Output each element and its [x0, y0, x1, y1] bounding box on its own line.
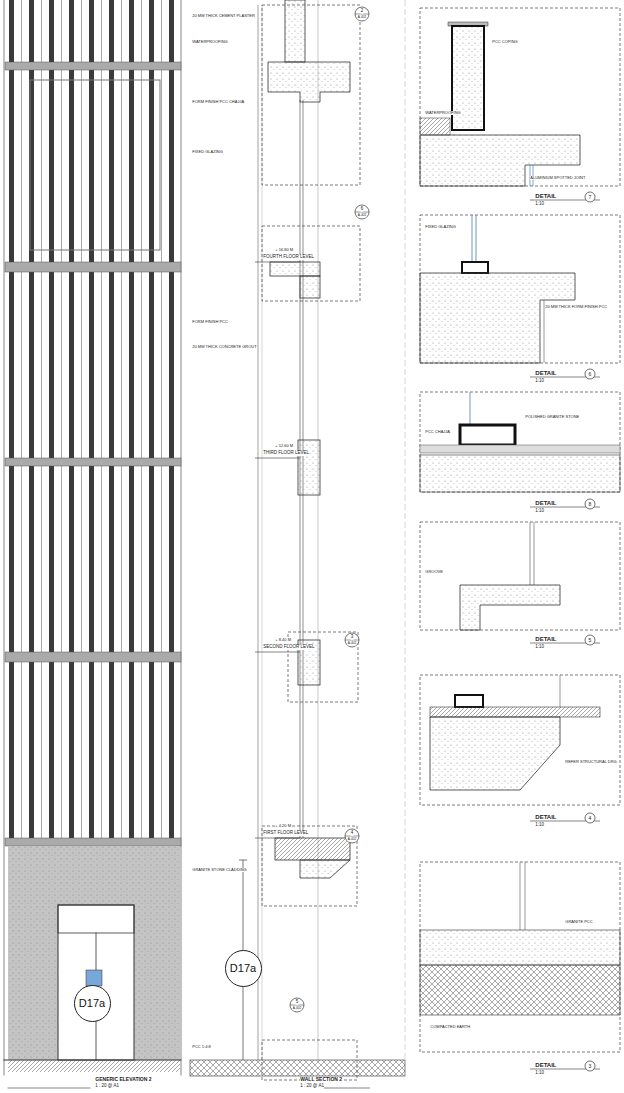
- annotation-label: 20 MM THICK FORM FINISH PCC: [545, 305, 608, 309]
- scale-note: 1:10: [535, 202, 544, 207]
- detail-title: DETAIL: [535, 636, 557, 642]
- annotation-label: GRANITE STONE CLADDING: [192, 868, 247, 872]
- door-tag-text: D17a: [230, 963, 256, 974]
- sheet-reference: A-402: [292, 1007, 301, 1010]
- callout-number: 2: [360, 9, 363, 14]
- annotation-label: ALUMINIUM SPOTTED JOINT: [530, 176, 586, 180]
- detail-title: DETAIL: [535, 814, 557, 820]
- annotation-label: GRANITE PCC: [565, 920, 593, 924]
- annotation-label: GROOVE: [425, 570, 443, 574]
- door-tag: D17a: [225, 950, 262, 987]
- scale-note: 1 : 20 @ A1: [300, 1084, 324, 1089]
- detail-title: DETAIL: [535, 1062, 557, 1068]
- callout-number: 8: [588, 502, 591, 507]
- sheet-reference: A-402: [347, 642, 356, 645]
- sheet-reference: A-402: [357, 214, 366, 217]
- sheet-reference: A-402: [357, 16, 366, 19]
- level-value: + 12.60 M: [275, 444, 294, 448]
- wall-section: [190, 0, 405, 1088]
- scale-note: 1 : 20 @ A1: [95, 1084, 119, 1089]
- annotation-label: PCC 1:4:8: [192, 1045, 211, 1049]
- annotation-label: FORM FINISH PCC CHAJJA: [192, 100, 244, 104]
- level-label: THIRD FLOOR LEVEL: [263, 451, 309, 456]
- annotation-label: WATERPROOFING: [192, 40, 228, 44]
- callout-number: 4: [350, 831, 353, 836]
- callout-number: 3: [588, 1064, 591, 1069]
- view-title: WALL SECTION 2: [300, 1077, 342, 1082]
- view-title: GENERIC ELEVATION 2: [95, 1077, 152, 1082]
- callout-number: 6: [588, 372, 591, 377]
- level-value: + 8.40 M: [275, 638, 291, 642]
- scale-note: 1:10: [535, 1071, 544, 1076]
- level-label: FOURTH FLOOR LEVEL: [263, 255, 314, 260]
- annotation-label: PCC COPING: [492, 40, 518, 44]
- scale-note: 1:10: [535, 379, 544, 384]
- level-value: + 16.80 M: [275, 248, 294, 252]
- annotation-label: FIXED GLAZING: [425, 225, 456, 229]
- annotation-label: PCC CHAJJA: [425, 430, 450, 434]
- sheet-reference: A-402: [347, 838, 356, 841]
- level-value: + 4.20 M: [275, 824, 291, 828]
- door-tag-text: D17a: [79, 998, 105, 1009]
- callout-number: 4: [588, 816, 591, 821]
- detail-title: DETAIL: [535, 193, 557, 199]
- level-label: SECOND FLOOR LEVEL: [263, 645, 315, 650]
- annotation-label: COMPACTED EARTH: [430, 1025, 470, 1029]
- detail-title: DETAIL: [535, 370, 557, 376]
- scale-note: 1:10: [535, 509, 544, 514]
- annotation-label: FORM FINISH PCC: [192, 320, 228, 324]
- generic-elevation: [4, 0, 181, 1088]
- callout-number: 5: [295, 1000, 298, 1005]
- scale-note: 1:10: [535, 645, 544, 650]
- detail-title: DETAIL: [535, 500, 557, 506]
- annotation-label: WATERPROOFING: [425, 111, 461, 115]
- annotation-label: POLISHED GRANITE STONE: [525, 415, 580, 419]
- annotation-label: 20 MM THICK CEMENT PLASTER: [192, 14, 255, 18]
- callout-number: 5: [588, 638, 591, 643]
- callout-number: 6: [360, 207, 363, 212]
- scale-note: 1:10: [535, 823, 544, 828]
- detail-drawings: [420, 8, 620, 1071]
- level-label: FIRST FLOOR LEVEL: [263, 831, 309, 836]
- annotation-label: REFER STRUCTURAL DRG.: [565, 760, 618, 764]
- door-tag: D17a: [74, 985, 111, 1022]
- annotation-label: 20 MM THICK CONCRETE GROUT: [192, 345, 257, 349]
- callout-number: 7: [588, 195, 591, 200]
- annotation-label: FIXED GLAZING: [192, 150, 223, 154]
- callout-number: 3: [350, 635, 353, 640]
